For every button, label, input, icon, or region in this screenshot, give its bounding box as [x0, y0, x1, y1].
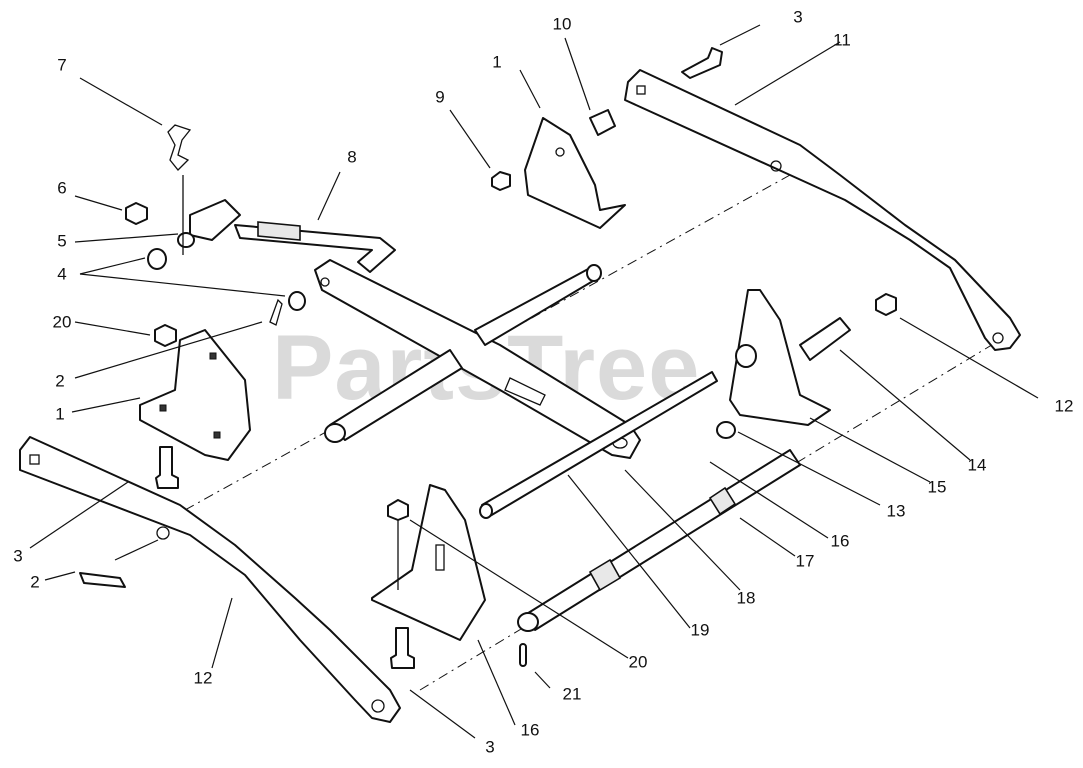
upper-bracket — [524, 117, 626, 229]
spacer-15 — [799, 317, 851, 361]
main-shaft — [524, 449, 801, 631]
hair-pin — [167, 124, 192, 171]
left-bracket — [139, 329, 251, 461]
callout-10: 10 — [552, 14, 572, 34]
callout-4: 4 — [57, 264, 67, 284]
left-cross-rod — [329, 349, 463, 441]
pivot-pin — [189, 199, 241, 241]
callout-6: 6 — [57, 178, 67, 198]
callout-12a: 12 — [193, 668, 213, 688]
callout-3c: 3 — [485, 737, 495, 757]
callout-2a: 2 — [55, 371, 65, 391]
callout-20b: 20 — [628, 652, 648, 672]
callout-19: 19 — [690, 620, 710, 640]
bolt-3c — [390, 627, 415, 669]
callout-7: 7 — [57, 55, 67, 75]
washer-4a — [147, 248, 167, 270]
callout-17: 17 — [795, 551, 815, 571]
left-lift-arm — [19, 436, 401, 723]
hex-nut-20a — [154, 324, 177, 347]
callout-16a: 16 — [830, 531, 850, 551]
bolt-3b — [681, 47, 723, 79]
hex-nut-20b — [387, 499, 409, 521]
hex-nut-6 — [125, 202, 148, 225]
cotter-pin-2a — [269, 298, 283, 326]
callout-3a: 3 — [13, 546, 23, 566]
callout-13: 13 — [886, 501, 906, 521]
washer-4b — [288, 291, 306, 311]
callout-14: 14 — [967, 455, 987, 475]
bolt-3a — [155, 446, 179, 489]
spacer-10 — [589, 109, 616, 136]
key-21 — [519, 643, 527, 667]
callout-21: 21 — [562, 684, 582, 704]
right-bracket — [729, 289, 831, 426]
lower-bracket — [371, 484, 486, 641]
leader-lines — [29, 24, 1039, 739]
upper-cross-rod — [474, 267, 599, 346]
callout-20a: 20 — [52, 312, 72, 332]
right-lift-arm — [624, 69, 1021, 351]
callout-15: 15 — [927, 477, 947, 497]
callout-18: 18 — [736, 588, 756, 608]
callout-11: 11 — [833, 30, 851, 50]
rockshaft-bar — [314, 259, 641, 459]
hex-nut-12 — [875, 293, 897, 316]
callout-3b: 3 — [793, 7, 803, 27]
callout-2b: 2 — [30, 572, 40, 592]
cotter-pin-2b — [79, 572, 126, 588]
hex-nut-9 — [491, 171, 511, 191]
callout-8: 8 — [347, 147, 357, 167]
callout-1a: 1 — [55, 404, 65, 424]
callout-1b: 1 — [492, 52, 502, 72]
callout-9: 9 — [435, 87, 445, 107]
callout-12b: 12 — [1054, 396, 1074, 416]
washer-13 — [716, 421, 736, 439]
callout-16b: 16 — [520, 720, 540, 740]
callout-5: 5 — [57, 231, 67, 251]
